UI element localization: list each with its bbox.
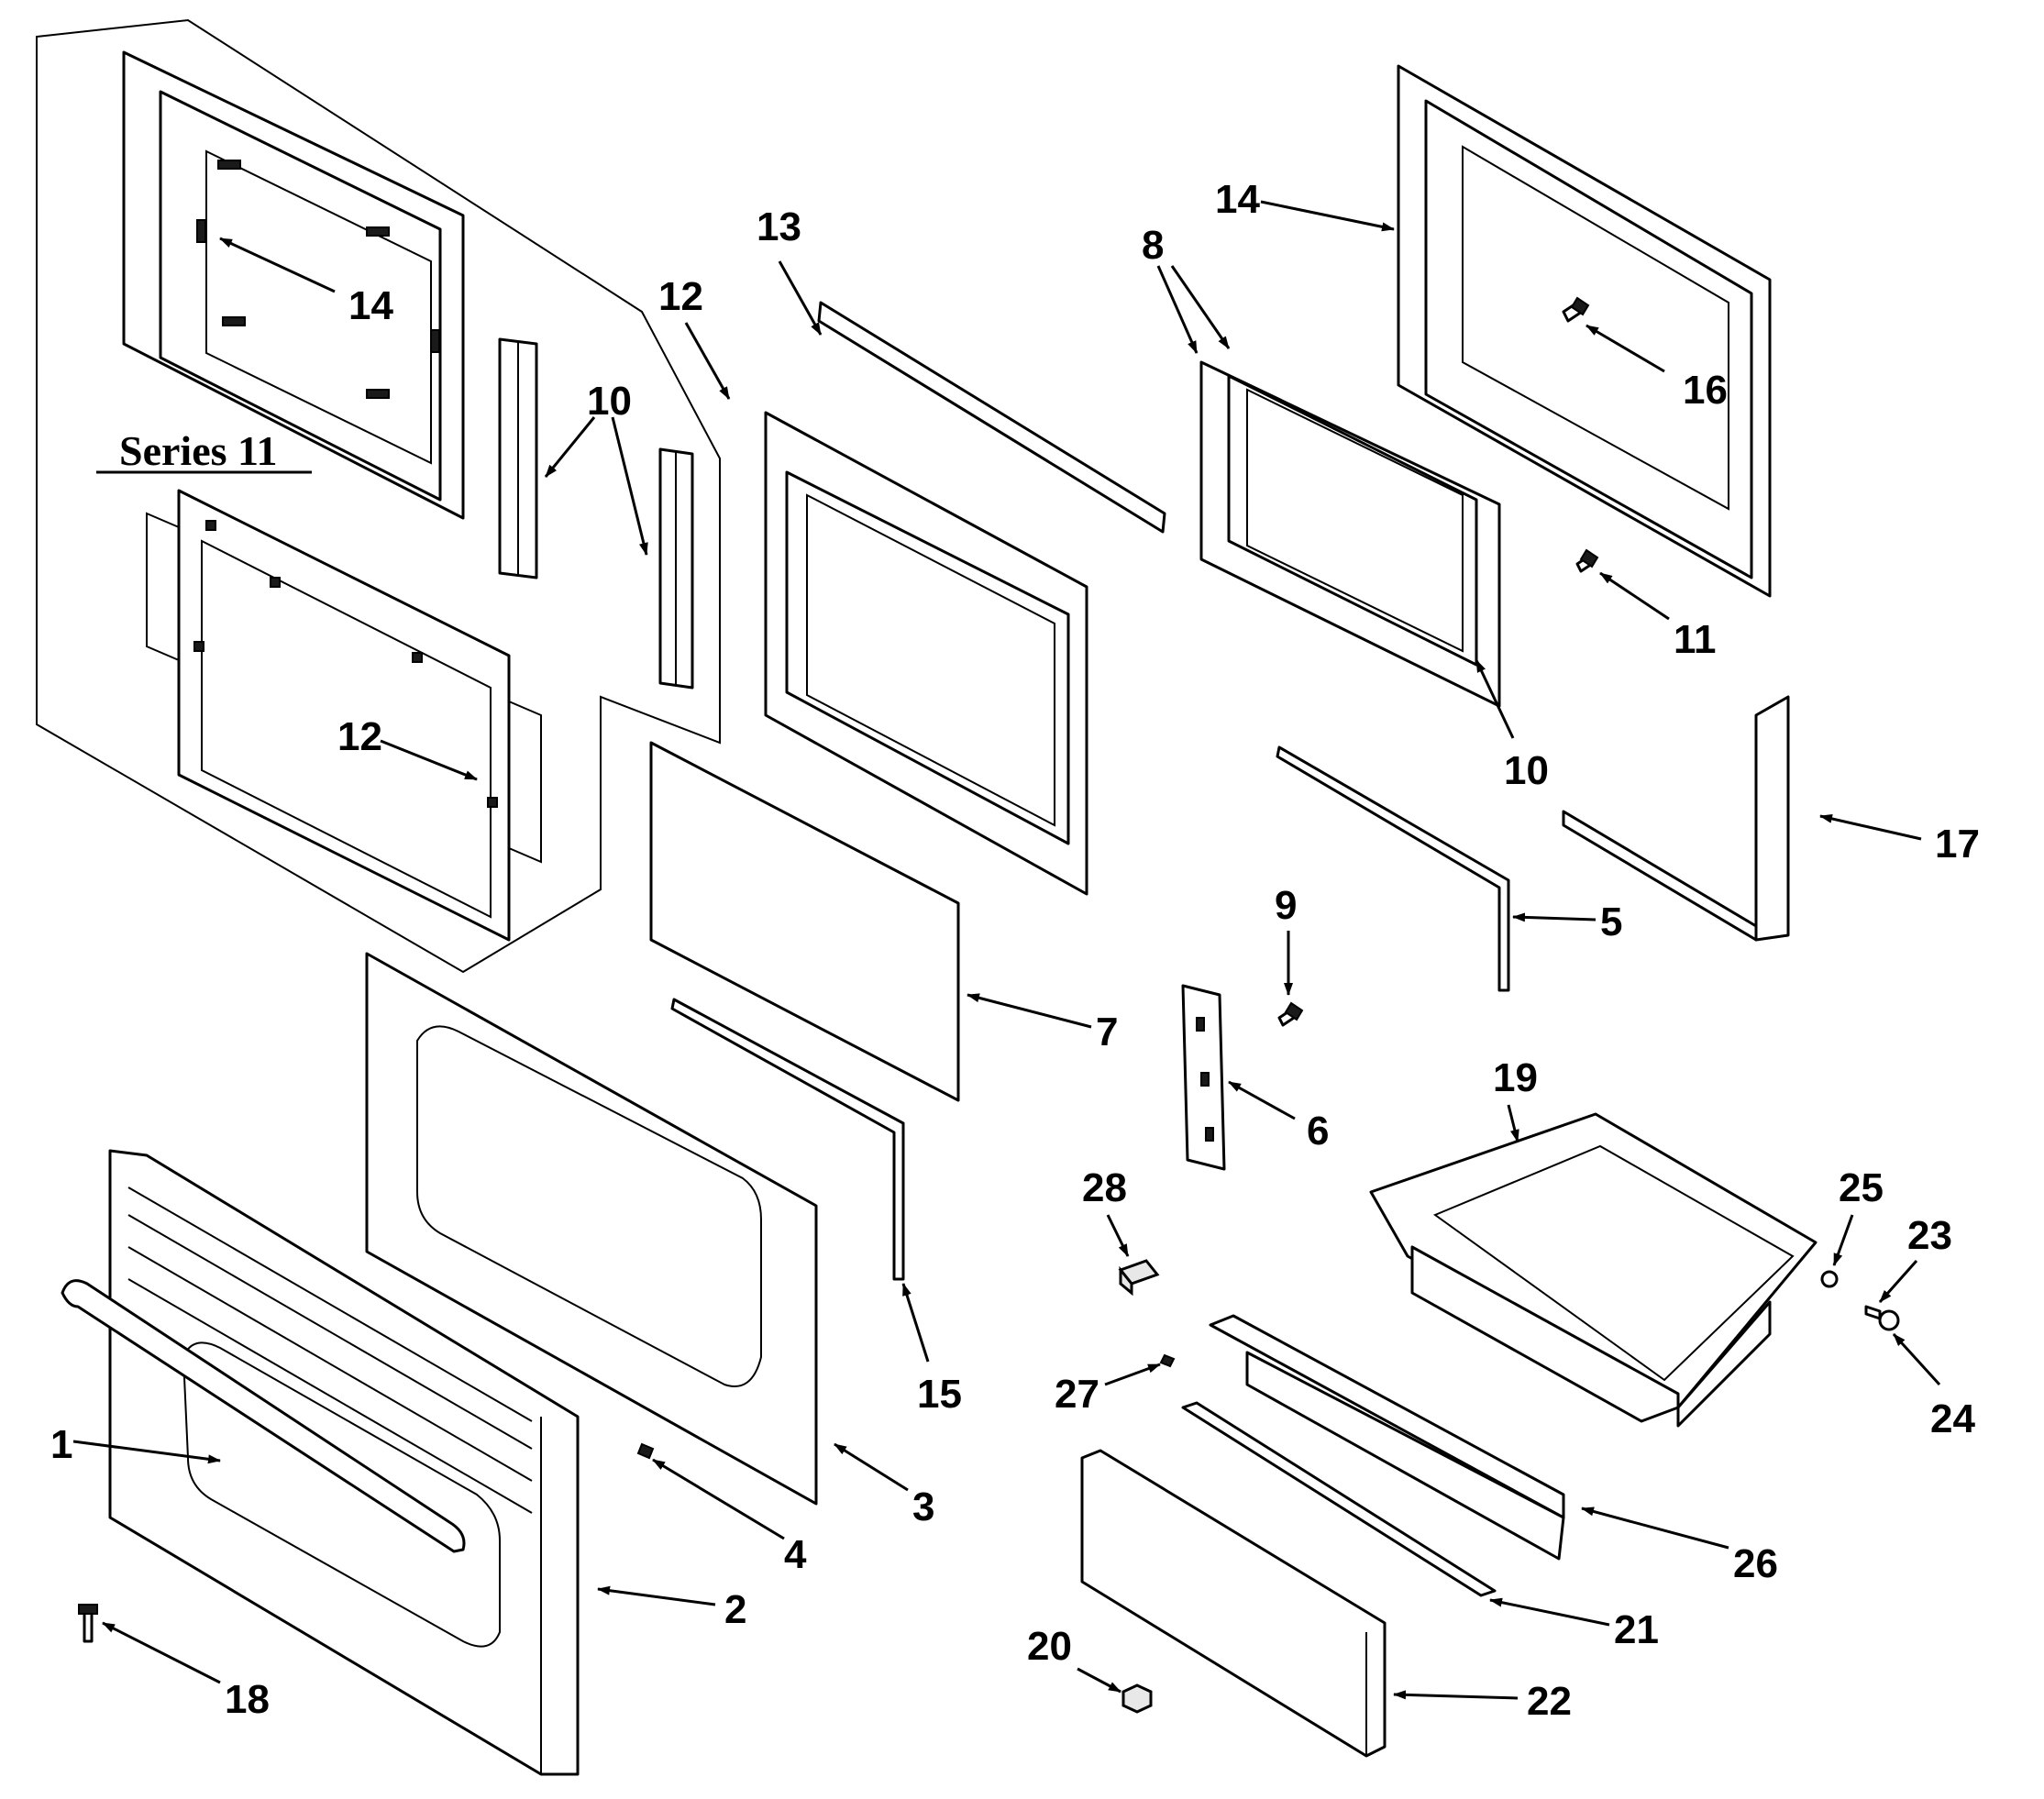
leader-lines — [72, 200, 1941, 1700]
side-trim-17 — [1562, 695, 1790, 942]
drawer-bumper — [1118, 1259, 1160, 1297]
door-gasket-lower — [670, 998, 905, 1281]
callout-5: 5 — [1600, 900, 1622, 944]
callout-12: 12 — [658, 274, 703, 319]
series-outer-door-panel — [146, 489, 542, 942]
leader-15 — [901, 1283, 930, 1363]
screw-27 — [1159, 1353, 1176, 1368]
leader-10a-1 — [544, 416, 596, 478]
callout-18: 18 — [225, 1677, 270, 1722]
leader-22 — [1393, 1690, 1519, 1700]
callout-26: 26 — [1733, 1541, 1778, 1586]
leader-3 — [834, 1442, 909, 1492]
series-label-group: Series 11 — [96, 427, 312, 474]
callout-15: 15 — [917, 1372, 962, 1417]
callout-13: 13 — [757, 204, 801, 249]
leader-24 — [1892, 1332, 1941, 1386]
inner-door-frame — [764, 411, 1088, 896]
callout-12: 12 — [337, 714, 382, 759]
leader-21 — [1489, 1597, 1610, 1627]
leader-10b — [1475, 659, 1515, 739]
leader-12a — [380, 739, 478, 781]
washer-24 — [1878, 1309, 1900, 1331]
leader-1 — [72, 1440, 221, 1464]
leader-26 — [1581, 1507, 1729, 1550]
door-top-trim — [817, 301, 1166, 534]
callout-7: 7 — [1096, 1010, 1118, 1054]
screw-18 — [78, 1604, 98, 1643]
callout-23: 23 — [1907, 1213, 1952, 1258]
door-gasket-upper — [1276, 745, 1510, 992]
callout-20: 20 — [1027, 1624, 1072, 1669]
series-11-enclosure — [36, 18, 721, 974]
leader-28 — [1106, 1214, 1130, 1257]
drawer-front-panel — [1080, 1449, 1387, 1758]
callout-2: 2 — [724, 1587, 746, 1632]
callout-3: 3 — [912, 1484, 934, 1529]
leader-11 — [1599, 571, 1670, 621]
callout-19: 19 — [1493, 1055, 1538, 1100]
leader-4 — [652, 1458, 785, 1540]
leader-14b — [1260, 200, 1395, 232]
screw-16 — [1562, 296, 1590, 323]
inner-glass-panel — [649, 741, 960, 1102]
door-vent-slots — [127, 1186, 533, 1514]
callout-10: 10 — [587, 379, 632, 424]
callout-6: 6 — [1307, 1109, 1329, 1153]
leader-14a — [219, 237, 336, 293]
nut-20 — [1121, 1683, 1153, 1714]
inner-door-liner-right — [1397, 64, 1772, 598]
leader-8-2 — [1170, 265, 1231, 349]
nut-25 — [1820, 1270, 1839, 1288]
hinge-channel-left-2 — [658, 447, 694, 690]
leader-17 — [1819, 814, 1922, 841]
callout-8: 8 — [1142, 223, 1164, 268]
screw-4 — [636, 1442, 655, 1460]
callout-14: 14 — [1215, 177, 1260, 222]
callout-17: 17 — [1935, 822, 1980, 866]
callout-22: 22 — [1527, 1679, 1572, 1724]
callout-9: 9 — [1275, 883, 1297, 928]
leader-16 — [1585, 324, 1665, 373]
drawer-trim-strip — [1181, 1401, 1497, 1597]
screw-23 — [1864, 1305, 1882, 1320]
leader-19 — [1507, 1104, 1519, 1142]
leader-8-1 — [1156, 265, 1199, 354]
callout-28: 28 — [1082, 1165, 1127, 1210]
door-window-pane — [365, 952, 818, 1506]
door-handle — [61, 1279, 466, 1553]
leader-25 — [1832, 1214, 1854, 1266]
drawer-front-rail — [1209, 1314, 1565, 1561]
leader-23 — [1878, 1260, 1918, 1303]
callout-24: 24 — [1930, 1396, 1975, 1441]
callout-27: 27 — [1055, 1372, 1099, 1417]
leader-10a-2 — [611, 416, 648, 556]
storage-drawer-tub — [1369, 1112, 1818, 1428]
callout-4: 4 — [784, 1532, 807, 1577]
series-inner-door-liner — [122, 50, 465, 520]
leader-7 — [967, 993, 1092, 1029]
leader-18 — [102, 1621, 221, 1684]
callout-14: 14 — [348, 283, 393, 328]
screw-9 — [1277, 1001, 1304, 1027]
leader-12b — [684, 322, 731, 400]
leader-5 — [1512, 912, 1597, 922]
hinge-channel-left-1 — [498, 337, 538, 579]
leader-27 — [1104, 1363, 1161, 1386]
callout-11: 11 — [1674, 617, 1717, 662]
leader-13 — [778, 260, 823, 336]
series-label: Series 11 — [119, 427, 277, 474]
callout-10: 10 — [1504, 748, 1549, 793]
leader-6 — [1228, 1080, 1296, 1120]
screw-11 — [1575, 548, 1599, 573]
callout-25: 25 — [1839, 1165, 1884, 1210]
leader-20 — [1077, 1667, 1121, 1694]
hinge-bracket — [1181, 984, 1226, 1171]
callout-1: 1 — [50, 1422, 72, 1467]
callout-21: 21 — [1614, 1607, 1659, 1652]
callout-16: 16 — [1683, 368, 1728, 413]
callout-labels: 14 10 12 12 13 8 14 16 11 10 17 9 5 7 6 … — [50, 177, 1980, 1724]
leader-2 — [597, 1585, 716, 1606]
